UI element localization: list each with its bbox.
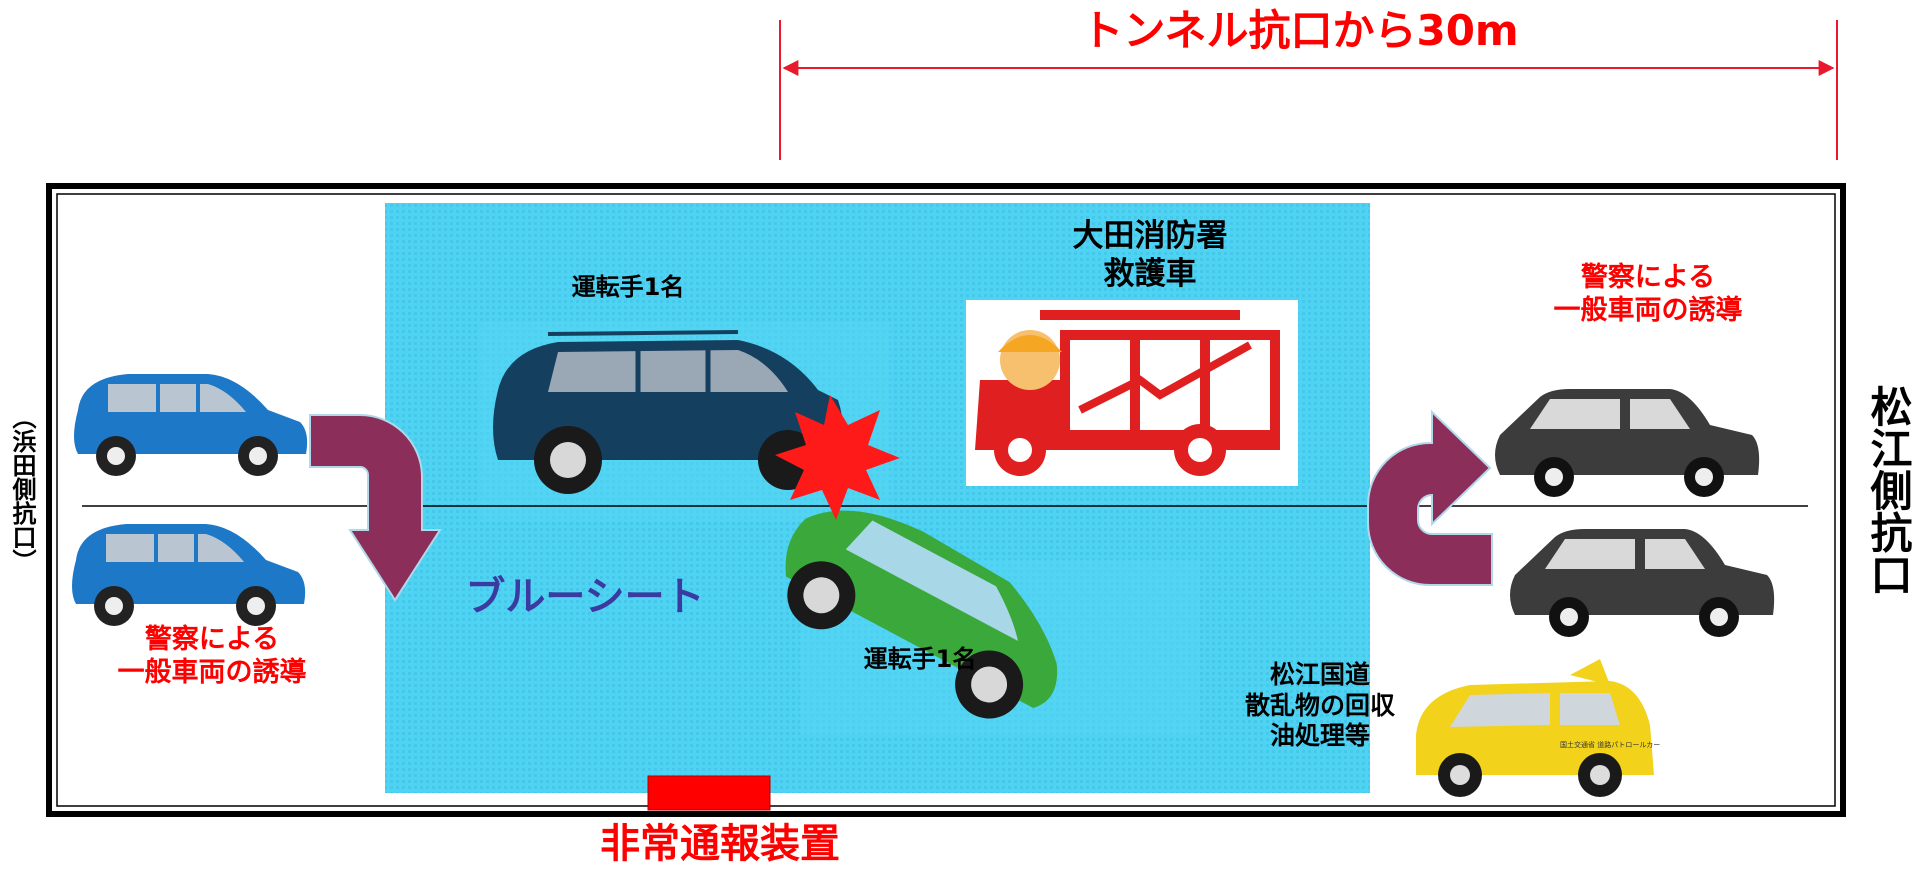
- emergency-call-device: [647, 775, 771, 811]
- crashed-suv: [493, 330, 843, 494]
- police-guidance-right-label: 警察による 一般車両の誘導: [1553, 262, 1743, 326]
- blue-sheet-label: ブルーシート: [465, 574, 705, 620]
- hamada-portal-label: （浜田側抗口）: [8, 405, 36, 573]
- fire-station-label: 大田消防署 救護車: [1072, 218, 1228, 292]
- driver-top-label: 運転手1名: [571, 273, 685, 301]
- matsue-portal-label: 松江側抗口: [1864, 385, 1912, 595]
- collision-burst-icon: [775, 395, 900, 520]
- distance-dimension: [779, 20, 1838, 160]
- gray-sedan-bottom: [1510, 529, 1775, 637]
- rescue-fire-truck: [966, 300, 1298, 486]
- road-patrol-car: 国土交通省 道路パトロールカー: [1416, 659, 1660, 797]
- matsue-national-road-label: 松江国道 散乱物の回収 油処理等: [1244, 660, 1395, 750]
- blue-van-top: [74, 374, 308, 476]
- crashed-green-car: [785, 510, 1058, 719]
- emergency-device-label: 非常通報装置: [600, 821, 840, 867]
- police-guidance-left-label: 警察による 一般車両の誘導: [117, 624, 307, 688]
- left-diversion-arrow: [309, 414, 442, 602]
- patrol-car-text: 国土交通省 道路パトロールカー: [1560, 740, 1660, 749]
- gray-sedan-top: [1495, 389, 1760, 497]
- blue-van-bottom: [72, 524, 306, 626]
- distance-label: トンネル抗口から30m: [1081, 6, 1519, 55]
- driver-bottom-label: 運転手1名: [863, 645, 977, 673]
- tunnel-frame: [46, 183, 1846, 817]
- right-diversion-arrow-shape: [1367, 409, 1493, 586]
